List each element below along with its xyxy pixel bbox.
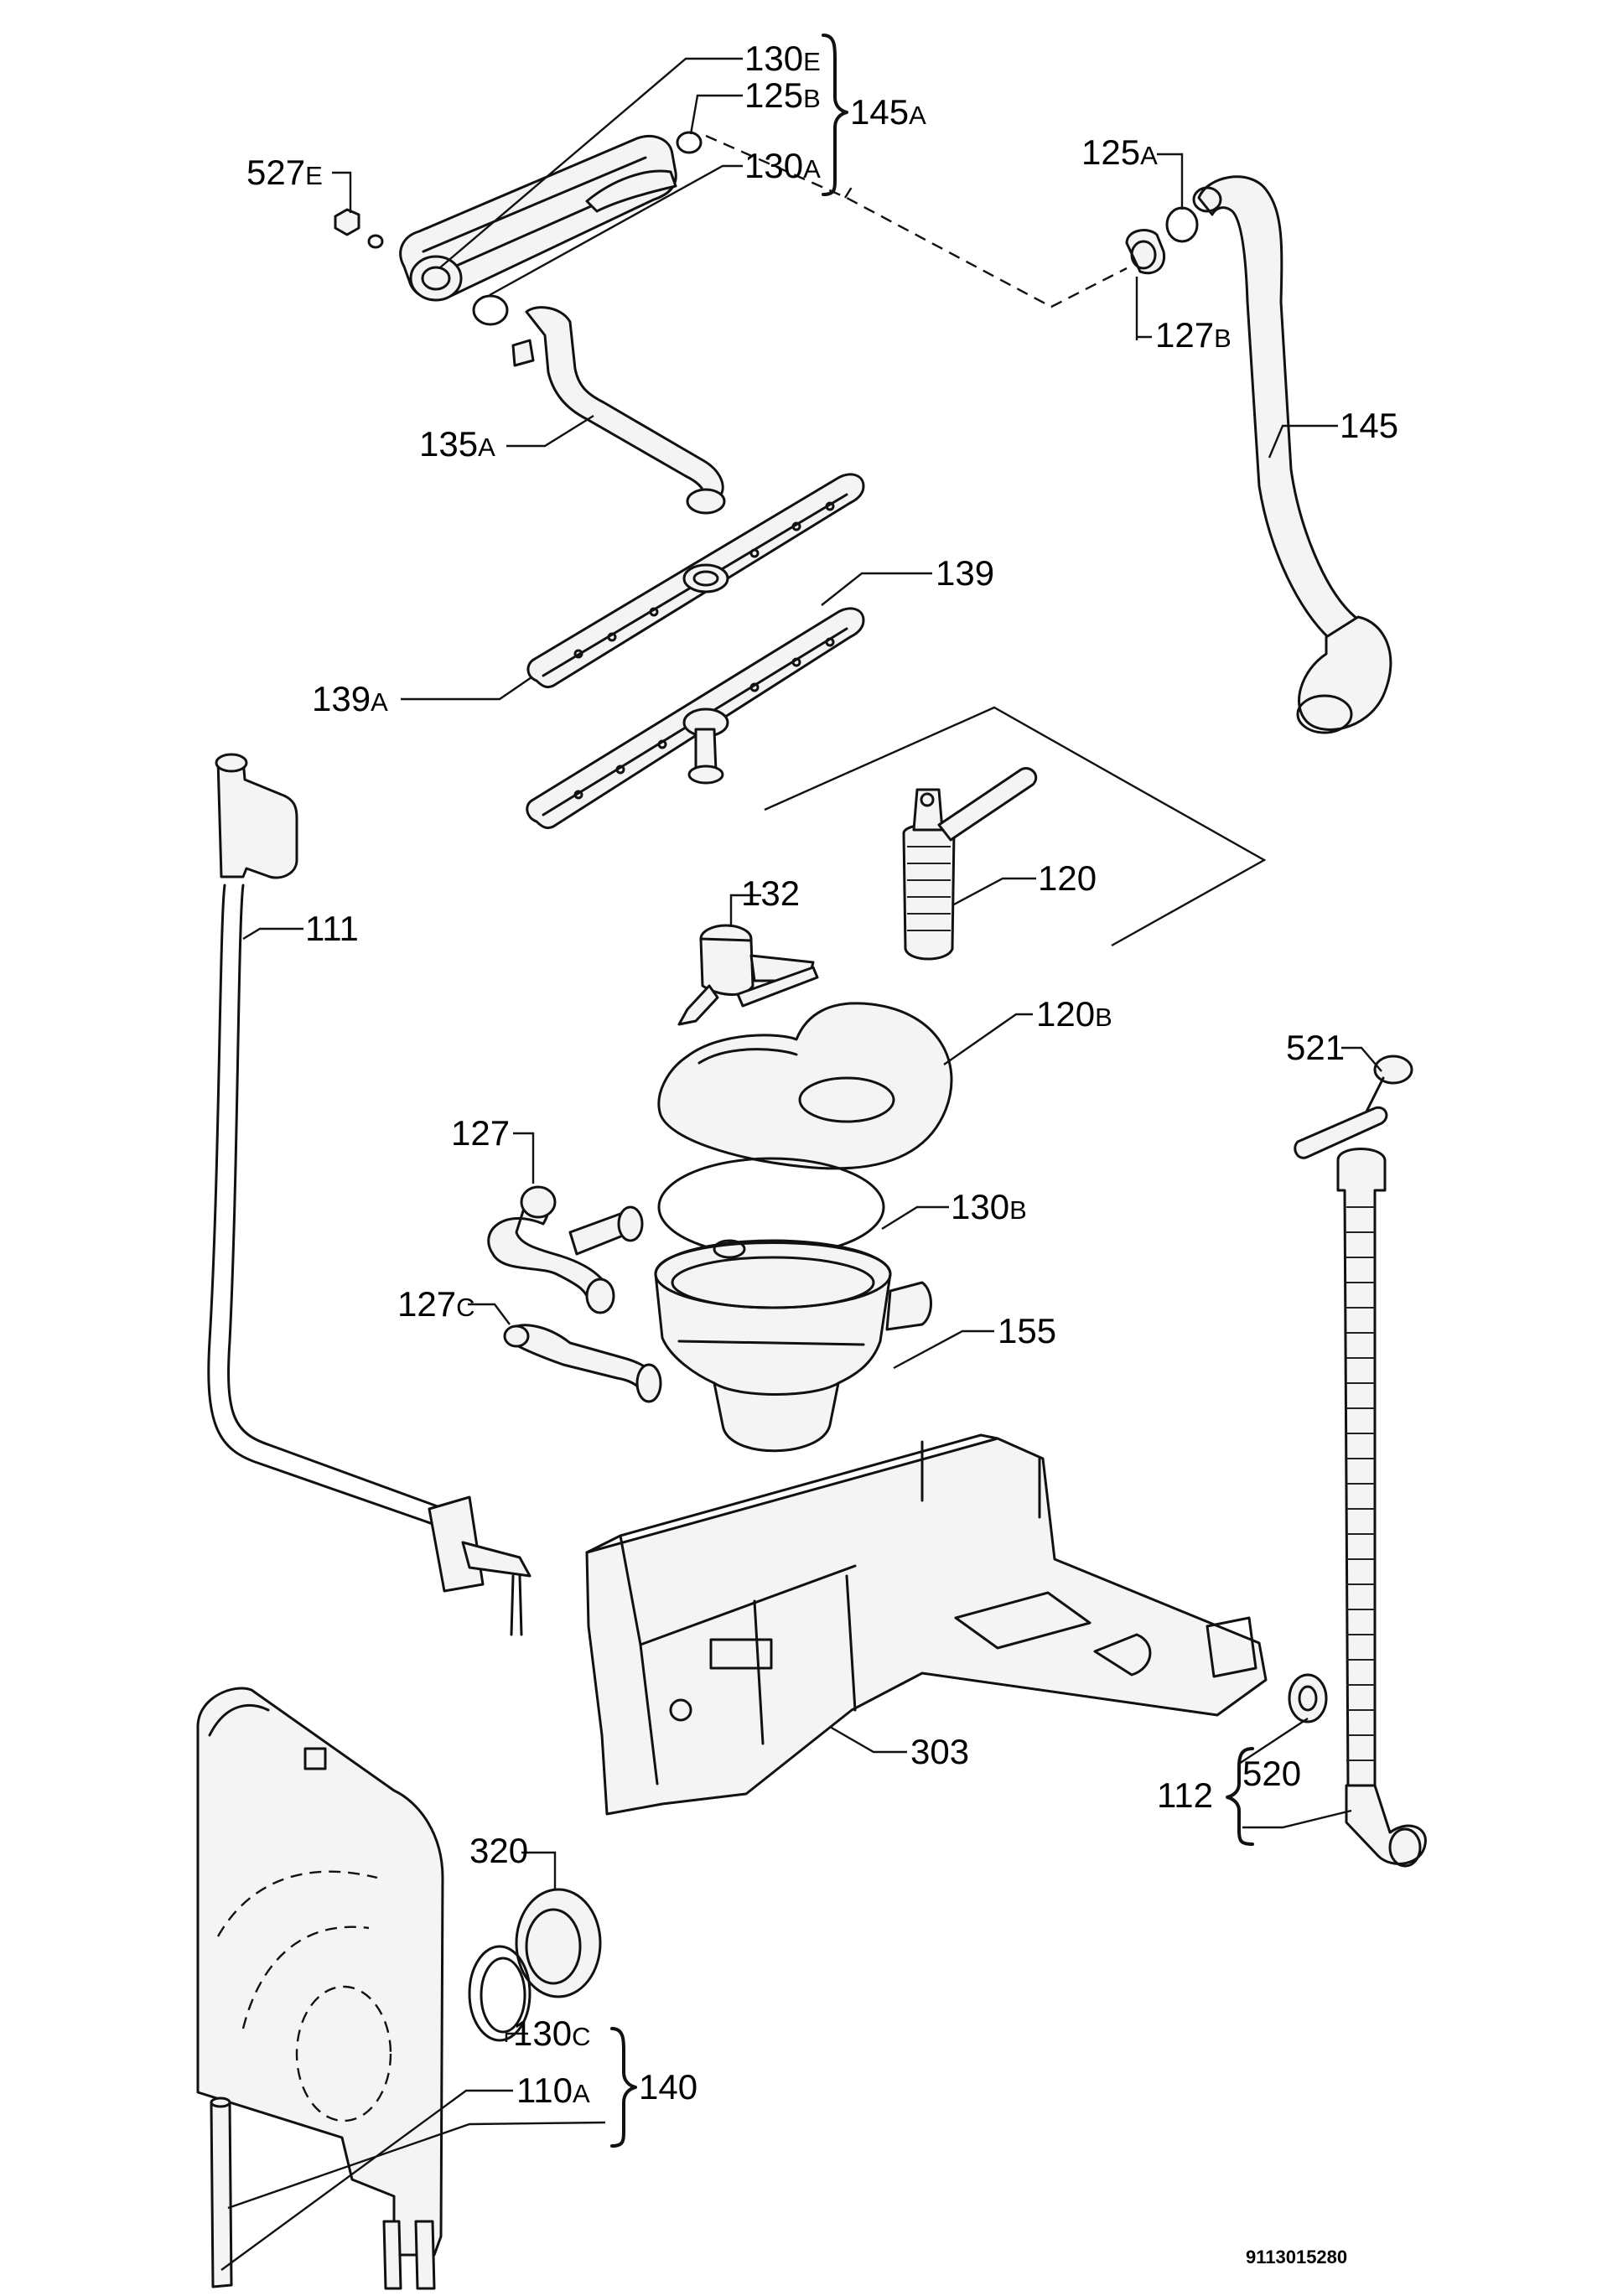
label-120: 120	[1038, 858, 1097, 898]
seal-320[interactable]	[515, 1888, 602, 1998]
connection-dashed-line-2	[843, 184, 855, 199]
upper-spray-arm[interactable]	[399, 134, 677, 302]
spray-arm-139[interactable]	[526, 607, 865, 830]
label-520: 520	[1242, 1754, 1301, 1793]
label-320: 320	[469, 1831, 528, 1870]
brace-140	[610, 2027, 637, 2148]
label-127: 127	[451, 1113, 510, 1153]
label-139: 139	[936, 553, 994, 593]
feed-pipe-135a[interactable]	[511, 306, 726, 515]
sump-155[interactable]	[654, 1239, 932, 1453]
water-softener-140[interactable]	[196, 1687, 444, 2290]
filter-group-bracket	[764, 706, 1267, 947]
label-111: 111	[305, 909, 359, 948]
gasket-120b[interactable]	[657, 1002, 953, 1170]
brace-112	[1226, 1747, 1254, 1846]
gasket-130c[interactable]	[468, 1945, 531, 2042]
brace-145a	[822, 34, 848, 196]
nut-527e[interactable]	[334, 208, 384, 249]
tube-110a[interactable]	[210, 2096, 233, 2288]
label-127b: 127B	[1155, 315, 1232, 355]
label-155: 155	[998, 1311, 1056, 1350]
label-132: 132	[741, 873, 800, 913]
label-130b: 130B	[951, 1187, 1027, 1226]
part-132[interactable]	[677, 924, 819, 1026]
label-303: 303	[910, 1732, 969, 1771]
label-125a: 125A	[1081, 132, 1158, 172]
inlet-hose-111[interactable]	[207, 753, 531, 1636]
label-145: 145	[1340, 406, 1398, 445]
label-120b: 120B	[1036, 994, 1112, 1034]
label-135a: 135A	[419, 424, 495, 464]
connection-dashed-line	[705, 134, 1128, 308]
oring-125b[interactable]	[676, 131, 703, 154]
drain-hose-112[interactable]	[1336, 1148, 1427, 1868]
oring-130a[interactable]	[472, 294, 509, 326]
riser-hose-145[interactable]	[1192, 175, 1392, 734]
label-130c: 130C	[513, 2014, 590, 2053]
label-112: 112	[1157, 1775, 1213, 1815]
nut-127b[interactable]	[1125, 229, 1166, 275]
label-145a: 145A	[850, 92, 926, 132]
clip-521[interactable]	[1294, 1055, 1413, 1159]
label-139a: 139A	[312, 679, 388, 718]
label-127c: 127C	[397, 1284, 474, 1324]
clamp-520[interactable]	[1288, 1673, 1328, 1723]
label-130a: 130A	[744, 146, 821, 185]
label-130e: 130E	[744, 39, 821, 78]
base-tub-303[interactable]	[585, 1433, 1268, 1816]
label-125b: 125B	[744, 75, 821, 115]
filter-120[interactable]	[902, 767, 1038, 961]
label-521: 521	[1286, 1028, 1345, 1067]
leader-lines	[220, 57, 1382, 2271]
label-110a: 110A	[516, 2071, 590, 2110]
drawing-code: 9113015280	[1246, 2247, 1347, 2267]
pipe-127[interactable]	[487, 1185, 644, 1314]
spray-arm-139a[interactable]	[526, 473, 865, 689]
oring-125a[interactable]	[1165, 206, 1199, 243]
part-labels: 130E 125B 145A 130A 527E 125A 127B 145 1…	[246, 39, 1398, 2110]
pipe-127c[interactable]	[503, 1324, 662, 1403]
label-527e: 527E	[246, 153, 323, 192]
label-140: 140	[639, 2067, 697, 2107]
